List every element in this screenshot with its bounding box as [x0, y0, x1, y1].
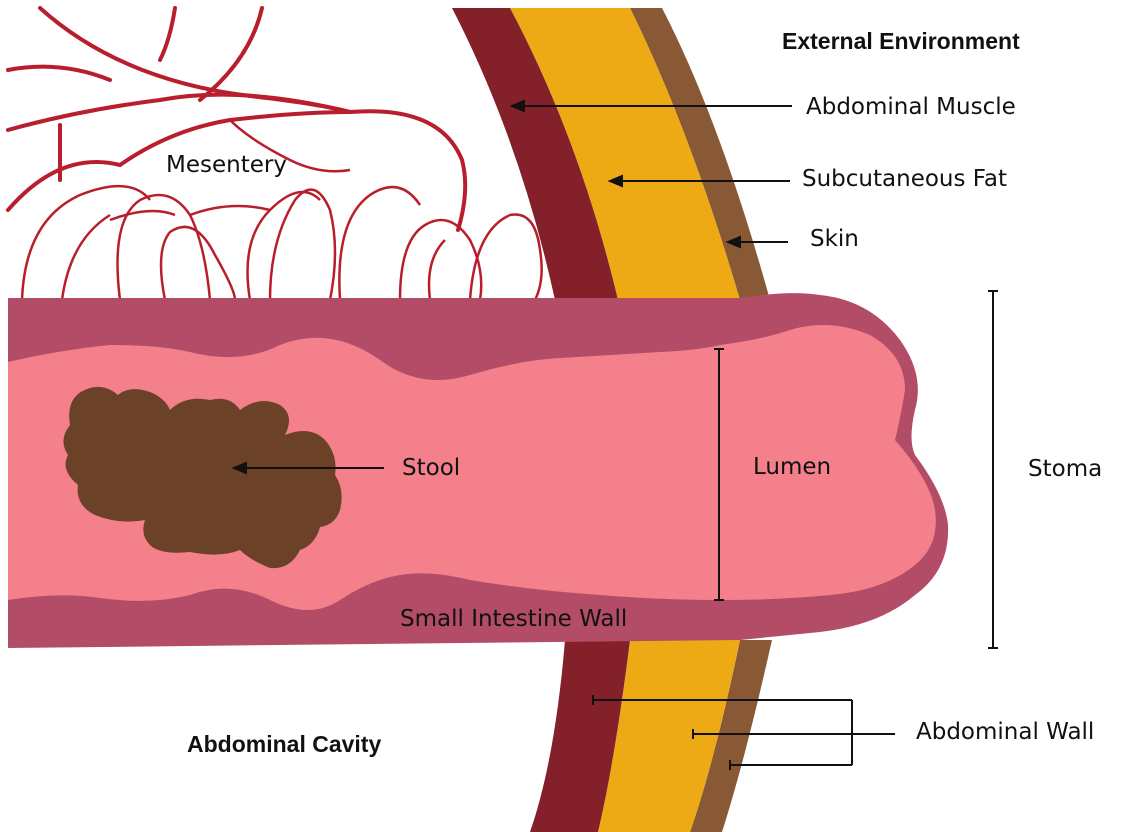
- external-environment-label: External Environment: [782, 30, 1020, 53]
- mesentery-label: Mesentery: [166, 154, 287, 177]
- stool-label: Stool: [402, 457, 460, 480]
- lumen-label: Lumen: [753, 456, 831, 479]
- abdominal-wall-label: Abdominal Wall: [916, 721, 1094, 744]
- abdominal-wall-upper: [452, 8, 770, 300]
- abdominal-muscle-label: Abdominal Muscle: [806, 96, 1016, 119]
- skin-label: Skin: [810, 228, 859, 251]
- small-intestine-wall-label: Small Intestine Wall: [400, 608, 627, 631]
- abdominal-cavity-label: Abdominal Cavity: [187, 733, 381, 756]
- subcutaneous-fat-label: Subcutaneous Fat: [802, 168, 1007, 191]
- abdominal-wall-lower: [530, 640, 772, 832]
- stoma-label: Stoma: [1028, 458, 1102, 481]
